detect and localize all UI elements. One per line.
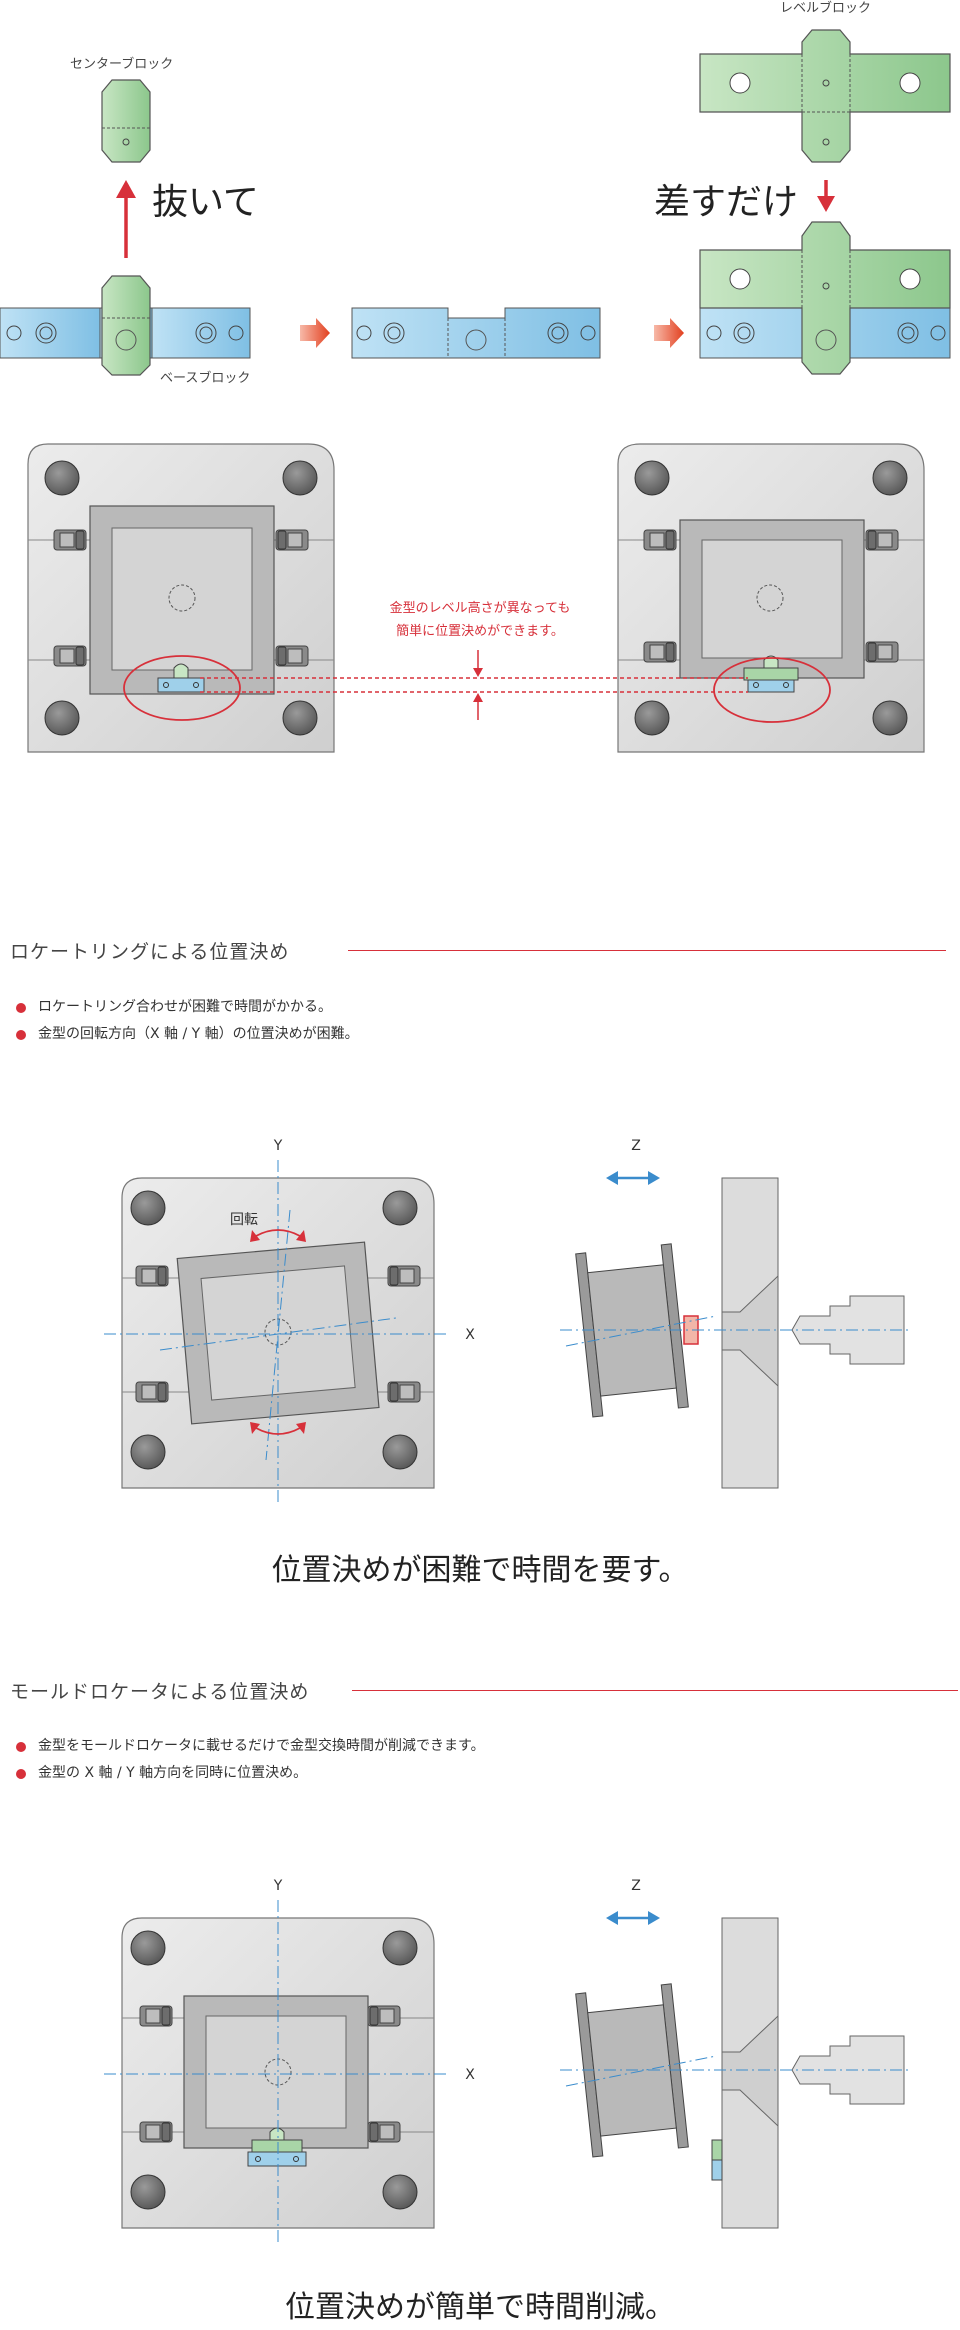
mold-plate-right bbox=[617, 443, 925, 753]
s2-axis-y: Y bbox=[273, 1878, 283, 1894]
section1-caption: 位置決めが困難で時間を要す。 bbox=[271, 1553, 689, 1588]
s2-axis-x: X bbox=[465, 2067, 475, 2083]
locate-ring-front-view bbox=[104, 1160, 450, 1504]
final-assembly bbox=[699, 221, 951, 375]
section2-bullet: 金型をモールドロケータに載せるだけで金型交換時間が削減できます。 bbox=[14, 1733, 485, 1760]
mold-locator-side-view bbox=[560, 1911, 912, 2229]
center-block-label: センターブロック bbox=[70, 56, 173, 72]
mold-locator-front-view bbox=[104, 1900, 450, 2244]
s2-axis-z: Z bbox=[631, 1878, 641, 1894]
insert-label: 差すだけ bbox=[654, 182, 798, 223]
center-block bbox=[101, 79, 151, 163]
step-arrow-1 bbox=[300, 318, 330, 348]
section2-bullets: 金型をモールドロケータに載せるだけで金型交換時間が削減できます。 金型の X 軸… bbox=[14, 1733, 485, 1787]
section1-bullets: ロケートリング合わせが困難で時間がかかる。 金型の回転方向（X 軸 / Y 軸）… bbox=[14, 994, 359, 1048]
base-block-assembled bbox=[0, 275, 251, 376]
section1-bullet: 金型の回転方向（X 軸 / Y 軸）の位置決めが困難。 bbox=[14, 1021, 359, 1048]
base-block-empty bbox=[351, 307, 601, 359]
level-annotation-line2: 簡単に位置決めができます。 bbox=[396, 623, 564, 639]
level-block bbox=[699, 29, 951, 163]
section2-caption: 位置決めが簡単で時間削減。 bbox=[285, 2290, 675, 2325]
s1-axis-y: Y bbox=[273, 1138, 283, 1154]
s1-axis-x: X bbox=[465, 1327, 475, 1343]
s1-axis-z: Z bbox=[631, 1138, 641, 1154]
insert-arrow bbox=[817, 180, 835, 212]
section2-rule bbox=[352, 1690, 958, 1691]
level-difference-marker bbox=[200, 650, 748, 720]
s1-rotation-label: 回転 bbox=[230, 1212, 258, 1228]
remove-arrow bbox=[116, 180, 136, 258]
level-block-label: レベルブロック bbox=[780, 0, 871, 16]
locate-ring-side-view bbox=[560, 1171, 912, 1489]
section1-title: ロケートリングによる位置決め bbox=[10, 941, 290, 963]
section2-bullet: 金型の X 軸 / Y 軸方向を同時に位置決め。 bbox=[14, 1760, 485, 1787]
mold-plate-left bbox=[27, 443, 335, 753]
level-annotation-line1: 金型のレベル高さが異なっても bbox=[390, 600, 571, 616]
section2-title: モールドロケータによる位置決め bbox=[10, 1681, 310, 1703]
section1-bullet: ロケートリング合わせが困難で時間がかかる。 bbox=[14, 994, 359, 1021]
section1-rule bbox=[348, 950, 946, 951]
step-arrow-2 bbox=[654, 318, 684, 348]
base-block-label: ベースブロック bbox=[160, 370, 250, 386]
remove-label: 抜いて bbox=[152, 182, 259, 223]
